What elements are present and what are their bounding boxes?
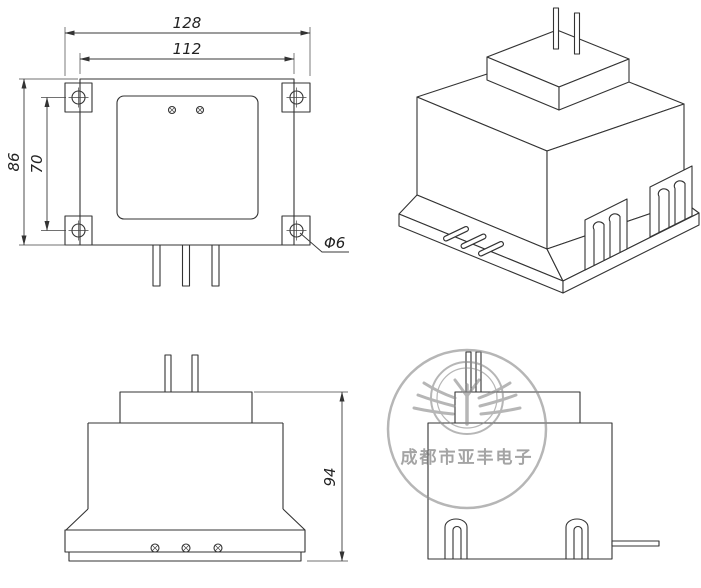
mounting-holes — [68, 87, 307, 241]
dimension-hole-diameter: Φ6 — [299, 232, 349, 253]
watermark-logo — [412, 378, 522, 426]
lead-wire — [611, 540, 660, 547]
front-body — [65, 422, 306, 531]
dim-hole-diameter-label: Φ6 — [324, 234, 345, 252]
iso-mounting-bracket-front — [584, 198, 628, 271]
side-view: 成都市亚丰电子 — [386, 348, 660, 560]
dimension-94: 94 — [254, 391, 348, 562]
front-base-rivets — [150, 543, 223, 553]
dimension-86: 86 — [5, 78, 78, 246]
body-outline — [79, 78, 295, 246]
front-view: 94 — [64, 354, 348, 562]
side-bracket-feet — [444, 518, 589, 559]
cover-outline — [116, 95, 259, 220]
side-body — [427, 422, 613, 560]
mounting-tabs — [64, 82, 311, 246]
iso-top-cap — [486, 29, 630, 111]
dim-overall-depth-label: 86 — [5, 152, 23, 171]
watermark: 成都市亚丰电子 — [386, 348, 548, 510]
dimension-128: 128 — [64, 14, 311, 76]
dim-inner-width-label: 112 — [173, 40, 202, 58]
watermark-outer-ring — [386, 348, 548, 510]
dimension-112: 112 — [79, 40, 295, 74]
watermark-text: 成都市亚丰电子 — [401, 447, 534, 468]
dim-height-label: 94 — [321, 467, 339, 486]
front-base-plate — [64, 529, 306, 562]
cover-screws — [167, 105, 205, 115]
iso-mounting-bracket-right — [649, 165, 693, 238]
dim-inner-depth-label: 70 — [28, 154, 46, 173]
front-top-cap — [119, 391, 253, 424]
dimension-70: 70 — [28, 97, 66, 231]
top-view: 128 112 86 70 Φ6 — [5, 14, 349, 287]
iso-terminal-pins — [443, 226, 504, 257]
front-top-pins — [164, 354, 199, 393]
isometric-view — [398, 7, 700, 294]
dim-overall-width-label: 128 — [173, 14, 202, 32]
terminal-pins-top-view — [152, 244, 220, 287]
iso-top-pins — [552, 7, 581, 55]
